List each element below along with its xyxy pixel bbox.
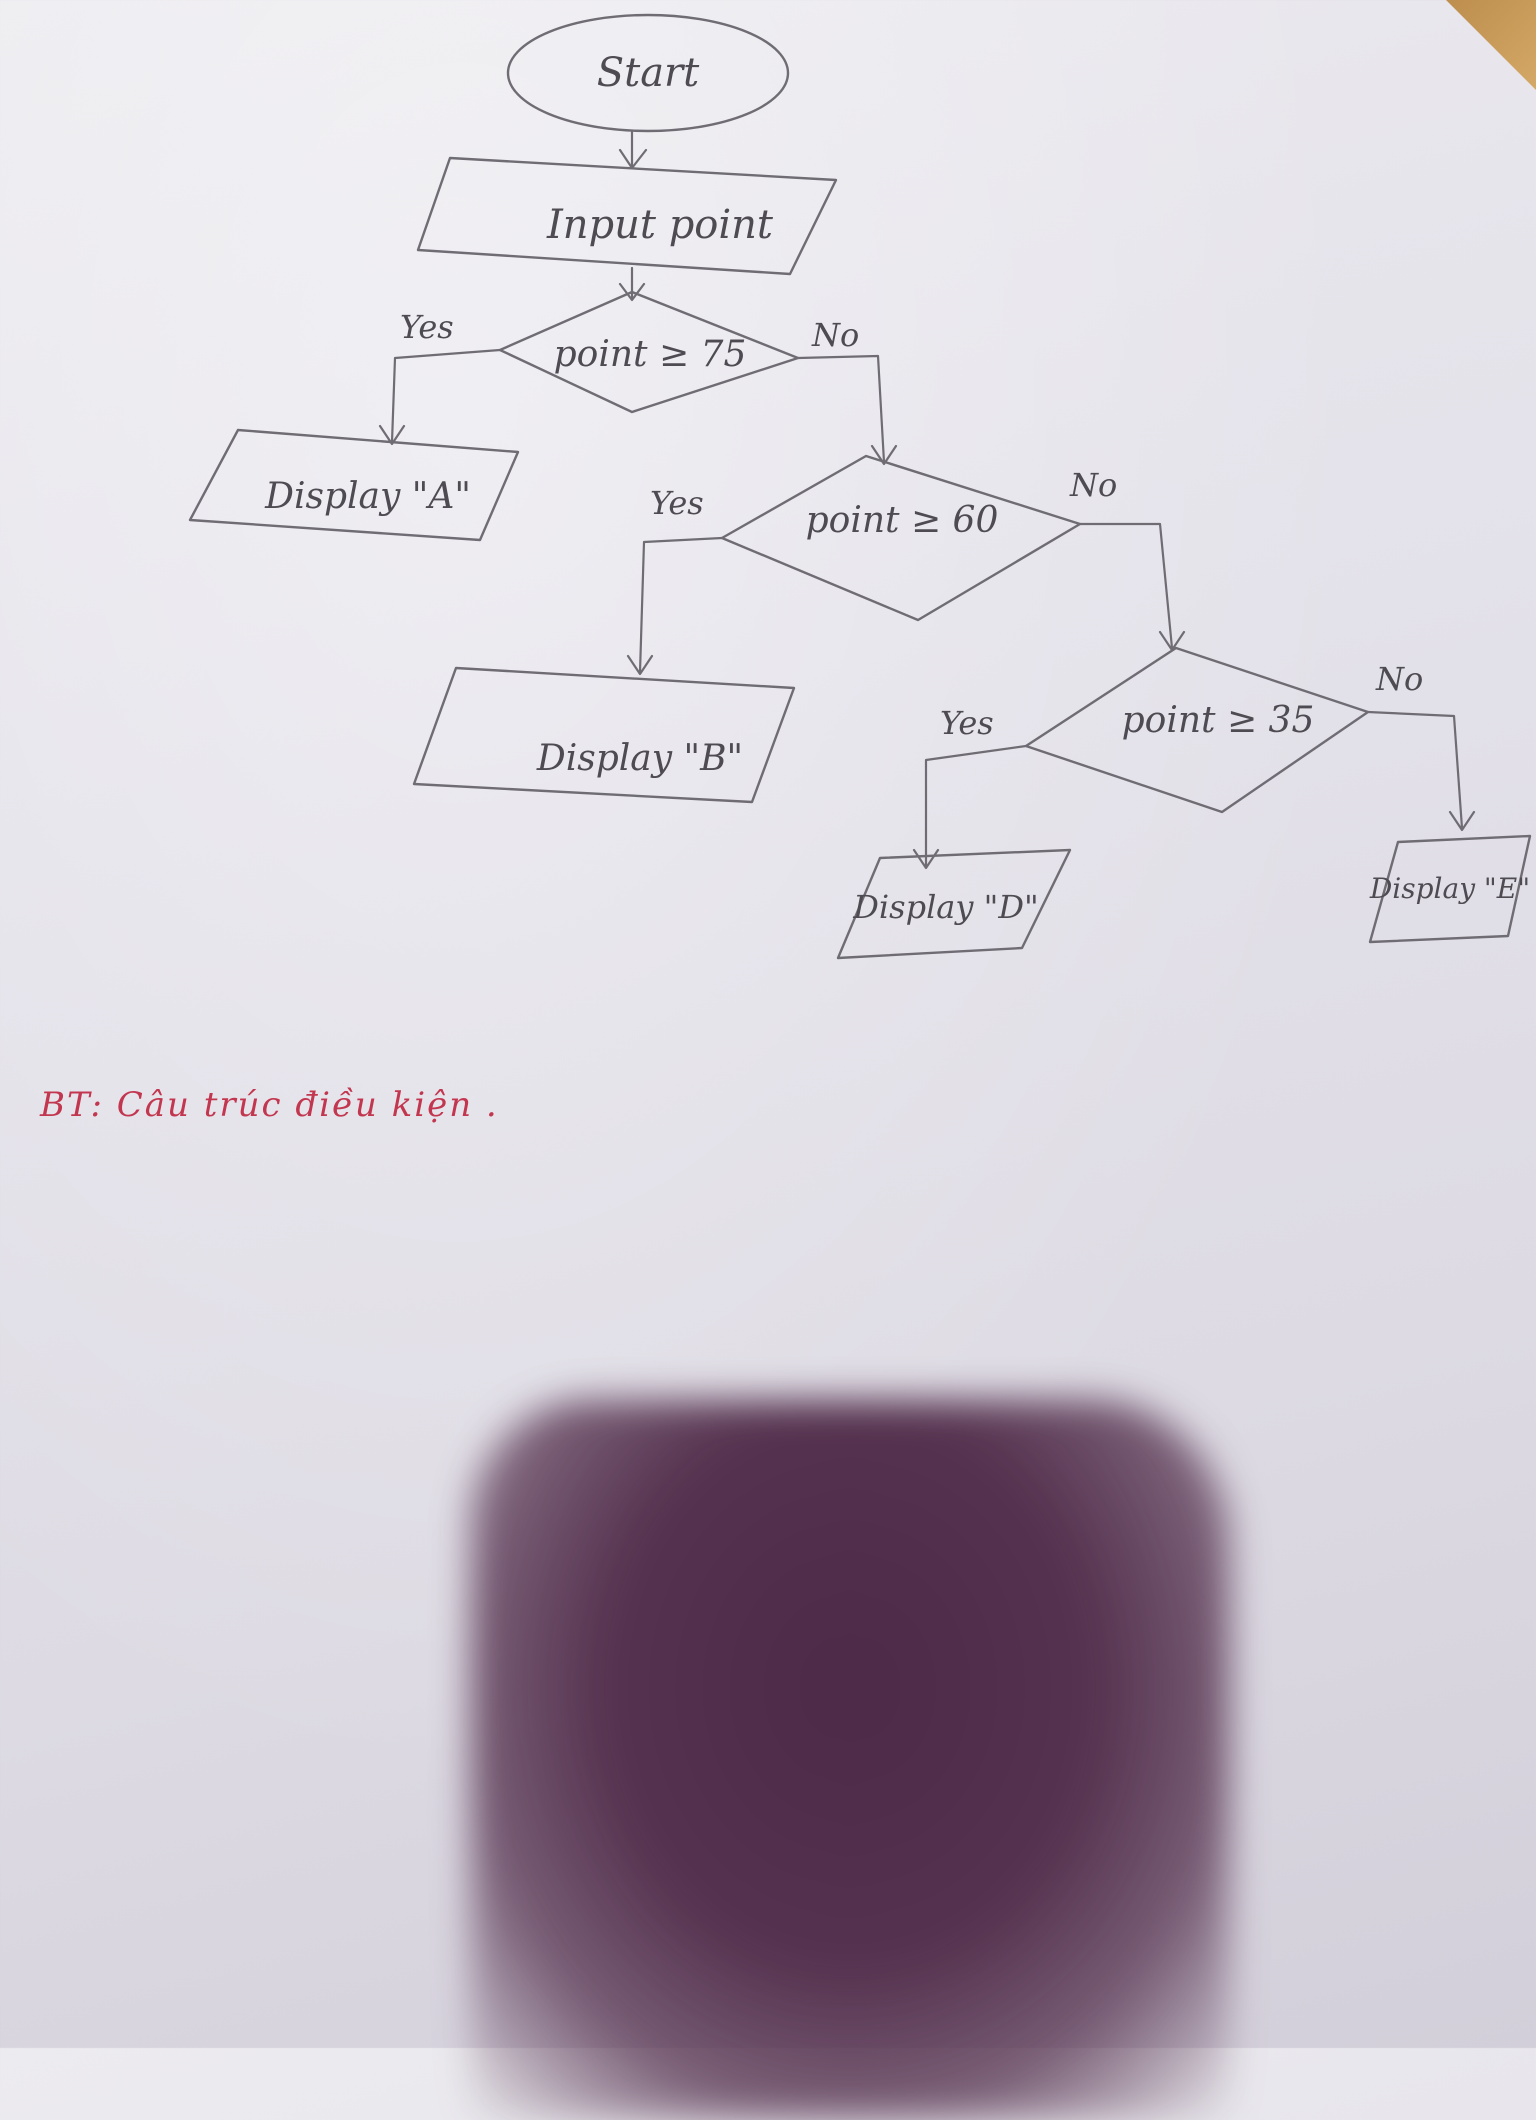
- arrow-decision-1-yes: [378, 348, 502, 446]
- arrow-decision-2-yes: [626, 536, 724, 676]
- decision-3-yes-label: Yes: [940, 704, 994, 742]
- decision-2-condition: point ≥ 60: [806, 500, 999, 541]
- decision-1-condition: point ≥ 75: [554, 334, 747, 375]
- output-e-parallelogram: [1368, 834, 1532, 944]
- decision-1-no-label: No: [811, 316, 859, 354]
- arrow-decision-1-no: [796, 354, 898, 466]
- output-b-label: Display "B": [536, 738, 743, 779]
- start-terminal: [506, 13, 790, 133]
- input-parallelogram: [416, 156, 838, 276]
- output-a-parallelogram: [188, 428, 520, 542]
- output-d-parallelogram: [836, 848, 1072, 960]
- decision-1-yes-label: Yes: [400, 308, 454, 346]
- arrow-decision-3-yes: [912, 744, 1028, 870]
- decision-3-condition: point ≥ 35: [1122, 700, 1315, 741]
- decision-2-yes-label: Yes: [650, 484, 704, 522]
- start-label: Start: [597, 50, 700, 96]
- arrow-decision-2-no: [1078, 522, 1186, 652]
- output-a-label: Display "A": [264, 476, 471, 517]
- decision-3-no-label: No: [1375, 660, 1423, 698]
- arrow-decision-3-no: [1366, 710, 1476, 832]
- handwritten-note: BT: Câu trúc điều kiện .: [40, 1085, 499, 1125]
- finger-shadow: [470, 1400, 1230, 2120]
- flowchart: Start Input point point ≥ 75 Yes No Disp…: [188, 13, 1532, 960]
- decision-2-no-label: No: [1069, 466, 1117, 504]
- input-label: Input point: [546, 202, 774, 248]
- output-e-label: Display "E": [1369, 872, 1530, 905]
- output-b-parallelogram: [412, 666, 796, 804]
- arrow-start-to-input: [618, 130, 648, 170]
- output-d-label: Display "D": [852, 888, 1038, 926]
